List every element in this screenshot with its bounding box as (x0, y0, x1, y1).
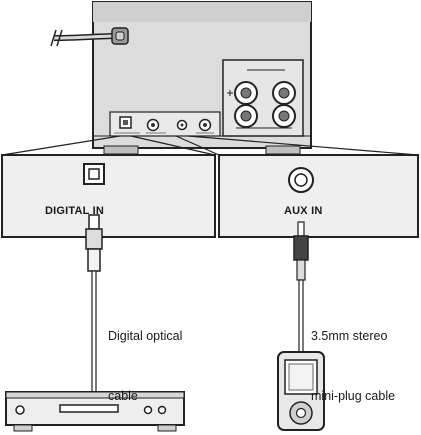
mini-plug-icon (293, 221, 309, 281)
portable-player-icon (277, 351, 325, 431)
mini-plug-cable (293, 221, 309, 353)
aux-cable-label-line2: mini-plug cable (311, 389, 396, 403)
digital-in-panel (1, 154, 216, 238)
cd-player-icon (5, 391, 185, 432)
optical-cable-label-line1: Digital optical (108, 329, 183, 343)
aux-cable-label: 3.5mm stereo mini-plug cable (311, 286, 395, 426)
optical-plug-icon (85, 214, 103, 272)
optical-cable-label-line2: cable (108, 389, 138, 403)
stereo-jack-icon (288, 167, 314, 193)
callout-lines (1, 135, 419, 156)
aux-in-panel (218, 154, 419, 238)
rear-jack-panel (109, 111, 221, 137)
optical-cable (85, 214, 103, 394)
optical-jack-icon (83, 163, 105, 185)
speaker-terminal-icon (222, 59, 304, 137)
aux-in-label: AUX IN (284, 205, 323, 217)
optical-cable-label: Digital optical cable (108, 286, 182, 426)
digital-in-label: DIGITAL IN (45, 205, 105, 217)
power-cord-icon (50, 27, 129, 47)
aux-cable-label-line1: 3.5mm stereo (311, 329, 388, 343)
